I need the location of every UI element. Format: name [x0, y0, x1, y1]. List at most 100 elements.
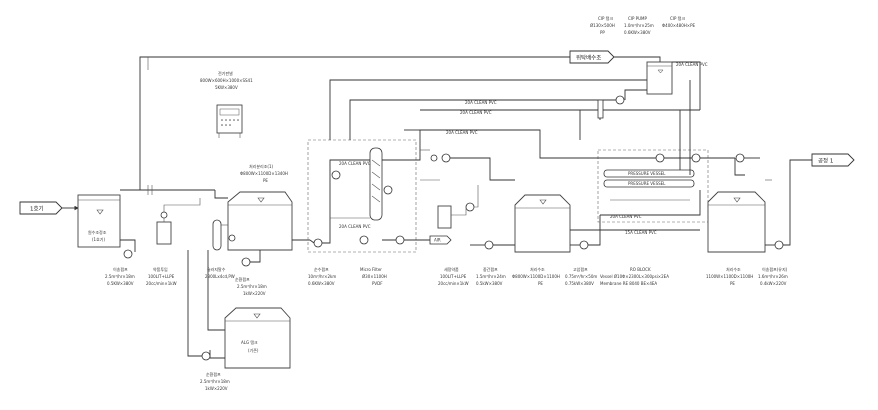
top-return-flag — [569, 50, 615, 64]
upper-pipes: 20A CLEAN PVC 20A CLEAN PVC 20A CLEAN PV… — [329, 79, 700, 181]
cip2-spec1: Φ400×480H×PE — [662, 23, 696, 28]
panel-name: 전기판넬 — [218, 70, 233, 76]
circ-pump — [241, 257, 251, 267]
pipe-label-8: 20A CLEAN PVC — [676, 62, 708, 67]
circ2-pump-spec1: 2.5m³/hr×18m — [200, 379, 230, 384]
ro-name: RO BLOCK — [630, 267, 651, 272]
trans-pump-spec2: 0.4kW×220V — [760, 281, 787, 286]
cip-pump-name: CIP PUMP — [628, 16, 647, 21]
circ-pump-name: 순환펌프 — [235, 276, 250, 282]
react-tank-name: 처리분리조(1) — [249, 163, 274, 169]
raw-tank: 원수조정조 (1호기) 이송펌프 2.5m³/hr×18m 0.5KW×380V — [77, 163, 141, 286]
inter-pump-spec2: 0.5kW×380V — [476, 281, 503, 286]
raw-pump-spec2: 0.5KW×380V — [107, 281, 134, 286]
mf-spec2: PVDF — [372, 281, 383, 286]
ro-spec1: Vessel Ø10Φ×2300L×300psi×2EA — [600, 274, 669, 279]
control-panel: 전기판넬 800W×600H×1000×SS41 5KW×380V — [200, 70, 253, 138]
raw-tank-sub: (1호기) — [92, 236, 105, 242]
cip-tank-name: CIP 탱크 — [598, 15, 613, 21]
mf-name: Micro Filter — [360, 267, 382, 272]
hp-pump-name: 고압펌프 — [573, 266, 588, 272]
pipe-label-4: 20A CLEAN PVC — [460, 110, 492, 115]
air: AIR — [404, 235, 452, 245]
air-label: AIR — [434, 238, 441, 243]
air-flag — [429, 235, 452, 245]
cip-section: CIP 탱크 Ø130×500H PP CIP PUMP 1.0m³/hr×25… — [590, 15, 708, 110]
raw-pump-name: 이송펌프 — [113, 266, 128, 272]
hp-pump-spec2: 0.75kW×380V — [565, 281, 594, 286]
top-return-line: 위탁배수조 — [139, 50, 661, 163]
outlet-flag — [811, 153, 855, 167]
circ2-pump-name: 순환펌프 — [206, 371, 221, 377]
trans-pump-name: 이송펌프(유지) — [762, 266, 788, 272]
feed-pump — [313, 238, 323, 248]
panel-spec2: 5KW×380V — [215, 85, 238, 90]
circ2-pump-spec2: 1kW×220V — [205, 386, 228, 391]
inter-pump: 중간펌프 1.5m³/hr×24m 0.5kW×380V — [470, 240, 515, 286]
pipe-label-3: 20A CLEAN PVC — [465, 100, 497, 105]
circ-pump-spec1: 2.5m³/hr×18m — [237, 284, 267, 289]
raw-pump — [123, 249, 133, 259]
inter-pump-name: 중간펌프 — [483, 266, 498, 272]
cip-pump-spec1: 1.0m³/hr×25m — [624, 23, 654, 28]
alg-tank: ALG 탱크 (기존) 순환펌프 2.5m³/hr×18m 1kW×220V — [187, 250, 291, 391]
sludge-spec: 2300Lx4cd,PW — [205, 274, 235, 279]
ro-spec2: Membrane RE 8040 BE×4EA — [600, 281, 657, 286]
dose2-spec1: 100LIT+LLPE — [440, 274, 467, 279]
sludge-name: 슬러지탈수 — [207, 266, 226, 272]
micro-filter — [369, 147, 383, 221]
feed-pump-spec1: 10m³/hr×2km — [308, 274, 336, 279]
prod-tank-spec1: 1100W×1100D×1100H — [706, 274, 753, 279]
middle-tank: 처리수조 Φ800W×1100D×1100H PE 고압펌프 0.75m³/hr… — [512, 194, 601, 286]
trans-pump-spec1: 1.6m³/hr×26m — [758, 274, 788, 279]
top-return-label: 위탁배수조 — [576, 54, 601, 62]
chem-dose-spec1: 100LIT+LLPE — [148, 274, 175, 279]
ro-block: PRESSURE VESSEL PRESSURE VESSEL 20A CLEA… — [539, 80, 735, 286]
ro-vessel-1 — [603, 169, 695, 178]
chem-dose-name: 약품투입 — [153, 266, 168, 272]
feed-pump-name: 순수펌프 — [314, 266, 329, 272]
middle-tank-name: 처리수조 — [530, 266, 545, 272]
ro-vessel-2 — [603, 179, 695, 188]
dose2-spec2: 20cc/min×1kW — [438, 281, 469, 286]
mf-skid: 20A CLEAN PVC 20A CLEAN PVC 순수펌프 10m³/hr… — [307, 139, 417, 286]
alg-tank-name: ALG 탱크 — [241, 339, 258, 345]
pipe-label-6: 20A CLEAN PVC — [610, 214, 642, 219]
prod-tank-spec2: PE — [730, 281, 735, 286]
raw-tank-label: 원수조정조 — [88, 229, 107, 235]
inlet-flag — [19, 201, 63, 215]
inlet-label: 1호기 — [30, 205, 44, 213]
cip-tank — [646, 61, 673, 95]
pipe-label-7: 15A CLEAN PVC — [625, 230, 657, 235]
panel-box — [216, 104, 243, 134]
react-tank-spec2: PE — [263, 178, 268, 183]
middle-tank-spec2: PE — [538, 281, 543, 286]
raw-pump-spec1: 2.5m³/hr×18m — [105, 274, 135, 279]
feed-pump-spec2: 0.6KW×380V — [308, 281, 335, 286]
pipe-label-2: 20A CLEAN PVC — [339, 224, 371, 229]
reactor-tank: 처리분리조(1) Φ800W×1100D×1340H PE 슬러지탈수 2300… — [205, 163, 310, 296]
product-tank: 처리수조 1100W×1100D×1100H PE 공정 1 이송펌프(유지) … — [706, 153, 855, 286]
inter-pump-spec1: 1.5m³/hr×24m — [476, 274, 506, 279]
pipe-label-5: 20A CLEAN PVC — [446, 130, 478, 135]
chem-dosing: 약품투입 100LIT+LLPE 20cc/min×1kW — [146, 198, 201, 286]
circ2-pump — [201, 351, 211, 361]
inlet: 1호기 — [19, 201, 79, 215]
pv-label-2: PRESSURE VESSEL — [628, 181, 666, 186]
chem-dose-spec2: 20cc/min×1kW — [146, 281, 177, 286]
outlet-label: 공정 1 — [818, 158, 833, 165]
prod-tank-name: 처리수조 — [726, 266, 741, 272]
pipe-label-1: 20A CLEAN PVC — [339, 161, 371, 166]
dose2: 세정약품 100LIT+LLPE 20cc/min×1kW — [437, 185, 479, 286]
cip-tank-spec2: PP — [600, 30, 605, 35]
circ-pump-spec2: 1kW×220V — [243, 291, 266, 296]
cip-pump-spec2: 0.6KW×380V — [624, 30, 651, 35]
middle-tank-spec1: Φ800W×1100D×1100H — [512, 274, 560, 279]
mf-spec1: Ø30×1100H — [362, 274, 387, 279]
hp-pump-spec1: 0.75m³/hr×50m — [565, 274, 597, 279]
cip-tank-spec1: Ø130×500H — [590, 23, 615, 28]
dose2-name: 세정약품 — [444, 266, 459, 272]
pv-label-1: PRESSURE VESSEL — [628, 171, 666, 176]
react-tank-spec1: Φ800W×1100D×1340H — [240, 171, 288, 176]
